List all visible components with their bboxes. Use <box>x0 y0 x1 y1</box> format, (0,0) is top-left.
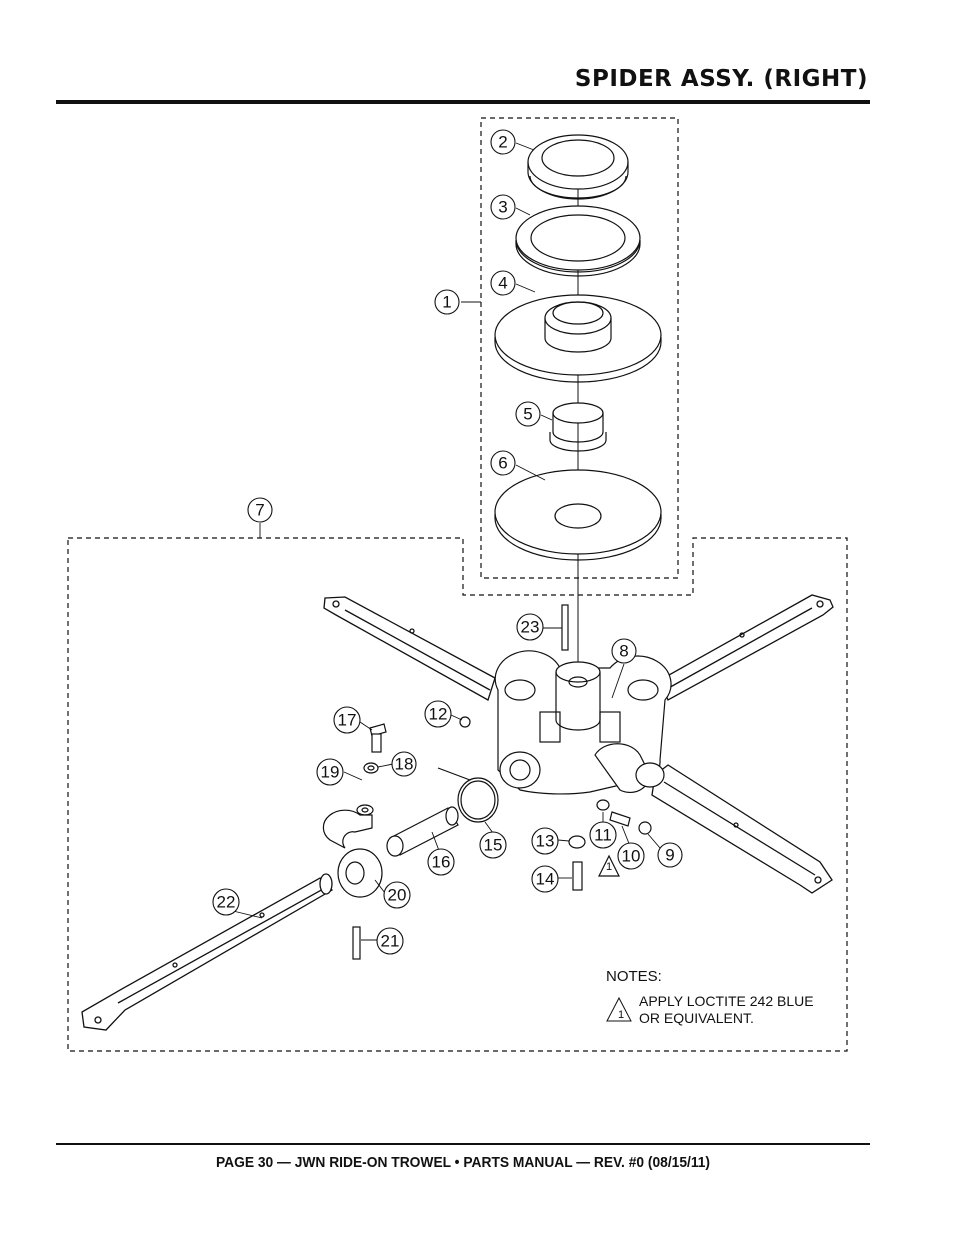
callout-6: 6 <box>498 454 507 473</box>
arm-lower-right <box>651 764 833 894</box>
note-marker: 1 <box>618 1009 624 1021</box>
arm-lower-left-part-22 <box>81 873 334 1031</box>
part-19-washer <box>356 804 374 816</box>
note-text-line-2: OR EQUIVALENT. <box>639 1010 754 1026</box>
page-title: SPIDER ASSY. (RIGHT) <box>574 66 868 92</box>
part-18-nut <box>363 762 379 774</box>
part-17-bolt <box>369 723 387 753</box>
callout-11: 11 <box>594 826 612 845</box>
callout-22: 22 <box>217 893 236 912</box>
part-9-cap <box>638 821 652 835</box>
footer-rule <box>56 1143 870 1145</box>
callout-21: 21 <box>381 932 400 951</box>
loctite-warning-icon <box>598 854 620 877</box>
callout-7: 7 <box>255 501 264 520</box>
note-text: APPLY LOCTITE 242 BLUE OR EQUIVALENT. <box>639 993 849 1027</box>
callout-1: 1 <box>442 293 451 312</box>
part-16-sleeve <box>386 806 459 857</box>
callout-14: 14 <box>536 870 555 889</box>
callout-2: 2 <box>498 133 507 152</box>
arm-upper-right <box>659 594 834 701</box>
notes-heading: NOTES: <box>606 968 662 985</box>
callout-5: 5 <box>523 405 532 424</box>
part-4-plate <box>494 294 662 383</box>
loctite-marker-label: 1 <box>606 861 612 873</box>
callout-3: 3 <box>498 198 507 217</box>
part-12-setscrew <box>459 716 471 728</box>
part-2-cap <box>527 134 629 200</box>
callout-18: 18 <box>395 755 414 774</box>
assembly-7-boundary <box>67 537 848 1052</box>
part-5-bushing <box>549 402 607 452</box>
header-rule <box>56 100 870 104</box>
part-15-spring <box>437 767 499 823</box>
callout-4: 4 <box>498 274 507 293</box>
callout-8: 8 <box>619 642 628 661</box>
arm-upper-left <box>323 596 496 701</box>
assembly-1-boundary <box>480 117 679 579</box>
callout-13: 13 <box>536 832 555 851</box>
part-3-ring <box>515 205 641 277</box>
page-footer: PAGE 30 — JWN RIDE-ON TROWEL • PARTS MAN… <box>215 1154 711 1171</box>
callout-20: 20 <box>388 886 407 905</box>
part-6-disk <box>494 469 662 561</box>
note-warning-icon: 1 <box>606 996 632 1022</box>
callout-15: 15 <box>484 836 503 855</box>
part-14-bolt <box>572 861 583 891</box>
part-20-lever <box>322 809 383 898</box>
callout-19: 19 <box>321 763 340 782</box>
part-23-pin <box>561 604 569 651</box>
callout-9: 9 <box>665 846 674 865</box>
callout-10: 10 <box>622 847 641 866</box>
part-13-nut <box>568 835 586 849</box>
spider-hub <box>494 650 672 795</box>
note-text-line-1: APPLY LOCTITE 242 BLUE <box>639 993 814 1009</box>
part-21-pin <box>352 926 361 960</box>
callout-12: 12 <box>429 705 448 724</box>
part-10-fitting <box>609 811 631 827</box>
part-11-washer <box>596 799 610 811</box>
callout-16: 16 <box>432 853 451 872</box>
callout-23: 23 <box>521 618 540 637</box>
callout-17: 17 <box>338 711 357 730</box>
